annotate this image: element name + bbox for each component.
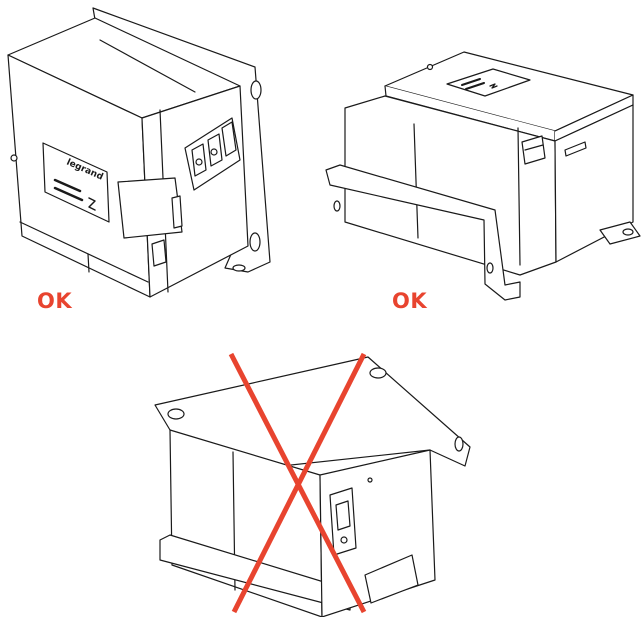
figure-ceiling-mount-inverted xyxy=(154,356,471,618)
mount-hole-3 xyxy=(454,436,464,452)
not-allowed-cross xyxy=(228,352,367,614)
mount-hole-bottom xyxy=(249,232,261,252)
mount-hole-1 xyxy=(369,367,387,379)
mount-hole-top xyxy=(250,80,262,100)
figure-wall-mount-vertical: legrand xyxy=(7,7,271,298)
din-clip xyxy=(151,239,167,267)
figure-floor-mount-horizontal xyxy=(325,51,641,301)
mount-hole-2 xyxy=(167,408,185,420)
side-bracket xyxy=(117,177,183,239)
side-bracket xyxy=(364,554,419,604)
box-side-face xyxy=(554,104,634,263)
ok-label-left: OK xyxy=(37,289,73,313)
ok-label-right: OK xyxy=(392,289,428,313)
mount-hole-foot xyxy=(232,264,246,272)
base-tray xyxy=(325,164,521,301)
connector xyxy=(521,135,546,165)
cross-line-2 xyxy=(231,352,367,614)
